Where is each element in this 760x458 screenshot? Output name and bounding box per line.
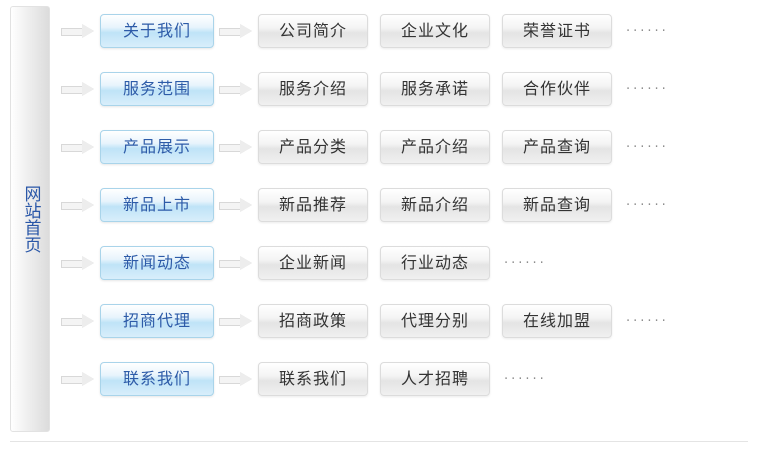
arrow-right-icon bbox=[219, 314, 253, 328]
root-node-label: 网站首页 bbox=[20, 185, 41, 253]
child-node[interactable]: 企业文化 bbox=[380, 14, 490, 48]
sitemap-row: 产品展示 产品分类产品介绍产品查询 ······ bbox=[56, 124, 756, 170]
primary-node[interactable]: 产品展示 bbox=[100, 130, 214, 164]
child-node[interactable]: 代理分别 bbox=[380, 304, 490, 338]
child-node[interactable]: 新品推荐 bbox=[258, 188, 368, 222]
child-node[interactable]: 服务承诺 bbox=[380, 72, 490, 106]
bottom-divider bbox=[10, 441, 748, 442]
child-node[interactable]: 新品介绍 bbox=[380, 188, 490, 222]
child-node[interactable]: 服务介绍 bbox=[258, 72, 368, 106]
primary-node[interactable]: 联系我们 bbox=[100, 362, 214, 396]
primary-node[interactable]: 关于我们 bbox=[100, 14, 214, 48]
arrow-right-icon bbox=[61, 314, 95, 328]
arrow-right-icon bbox=[219, 24, 253, 38]
arrow-right-icon bbox=[219, 82, 253, 96]
arrow-right-icon bbox=[61, 140, 95, 154]
ellipsis-more: ······ bbox=[626, 197, 669, 213]
arrow-right-icon bbox=[61, 198, 95, 212]
child-node-group: 新品推荐新品介绍新品查询 ······ bbox=[258, 188, 669, 222]
sitemap-row: 新品上市 新品推荐新品介绍新品查询 ······ bbox=[56, 182, 756, 228]
child-node-group: 产品分类产品介绍产品查询 ······ bbox=[258, 130, 669, 164]
child-node[interactable]: 产品介绍 bbox=[380, 130, 490, 164]
child-node[interactable]: 招商政策 bbox=[258, 304, 368, 338]
arrow-right-icon bbox=[61, 82, 95, 96]
arrow-right-icon bbox=[219, 140, 253, 154]
child-node[interactable]: 行业动态 bbox=[380, 246, 490, 280]
child-node-group: 招商政策代理分别在线加盟 ······ bbox=[258, 304, 669, 338]
arrow-right-icon bbox=[61, 372, 95, 386]
child-node[interactable]: 荣誉证书 bbox=[502, 14, 612, 48]
arrow-right-icon bbox=[61, 256, 95, 270]
ellipsis-more: ······ bbox=[504, 255, 547, 271]
sitemap-row: 服务范围 服务介绍服务承诺合作伙伴 ······ bbox=[56, 66, 756, 112]
sitemap-row: 联系我们联系我们人才招聘······ bbox=[56, 356, 756, 402]
arrow-right-icon bbox=[61, 24, 95, 38]
arrow-right-icon bbox=[219, 198, 253, 212]
child-node[interactable]: 在线加盟 bbox=[502, 304, 612, 338]
child-node[interactable]: 合作伙伴 bbox=[502, 72, 612, 106]
child-node[interactable]: 企业新闻 bbox=[258, 246, 368, 280]
child-node[interactable]: 产品分类 bbox=[258, 130, 368, 164]
child-node-group: 公司简介企业文化荣誉证书 ······ bbox=[258, 14, 669, 48]
ellipsis-more: ······ bbox=[504, 371, 547, 387]
child-node[interactable]: 产品查询 bbox=[502, 130, 612, 164]
child-node-group: 联系我们人才招聘 ······ bbox=[258, 362, 547, 396]
root-node-homepage[interactable]: 网站首页 bbox=[10, 6, 50, 432]
primary-node[interactable]: 招商代理 bbox=[100, 304, 214, 338]
sitemap-rows: 关于我们 公司简介企业文化荣誉证书 ······ 服务范围 服务介绍服务承诺合作伙伴 ··… bbox=[56, 8, 756, 414]
child-node[interactable]: 人才招聘 bbox=[380, 362, 490, 396]
primary-node[interactable]: 新品上市 bbox=[100, 188, 214, 222]
child-node-group: 服务介绍服务承诺合作伙伴 ······ bbox=[258, 72, 669, 106]
ellipsis-more: ······ bbox=[626, 313, 669, 329]
child-node-group: 企业新闻行业动态 ······ bbox=[258, 246, 547, 280]
primary-node[interactable]: 服务范围 bbox=[100, 72, 214, 106]
sitemap-row: 新闻动态 企业新闻行业动态 ······ bbox=[56, 240, 756, 286]
ellipsis-more: ······ bbox=[626, 23, 669, 39]
child-node[interactable]: 公司简介 bbox=[258, 14, 368, 48]
arrow-right-icon bbox=[219, 372, 253, 386]
child-node[interactable]: 新品查询 bbox=[502, 188, 612, 222]
ellipsis-more: ······ bbox=[626, 81, 669, 97]
ellipsis-more: ······ bbox=[626, 139, 669, 155]
sitemap-row: 关于我们 公司简介企业文化荣誉证书 ······ bbox=[56, 8, 756, 54]
arrow-right-icon bbox=[219, 256, 253, 270]
primary-node[interactable]: 新闻动态 bbox=[100, 246, 214, 280]
child-node[interactable]: 联系我们 bbox=[258, 362, 368, 396]
sitemap-row: 招商代理 招商政策代理分别在线加盟 ······ bbox=[56, 298, 756, 344]
